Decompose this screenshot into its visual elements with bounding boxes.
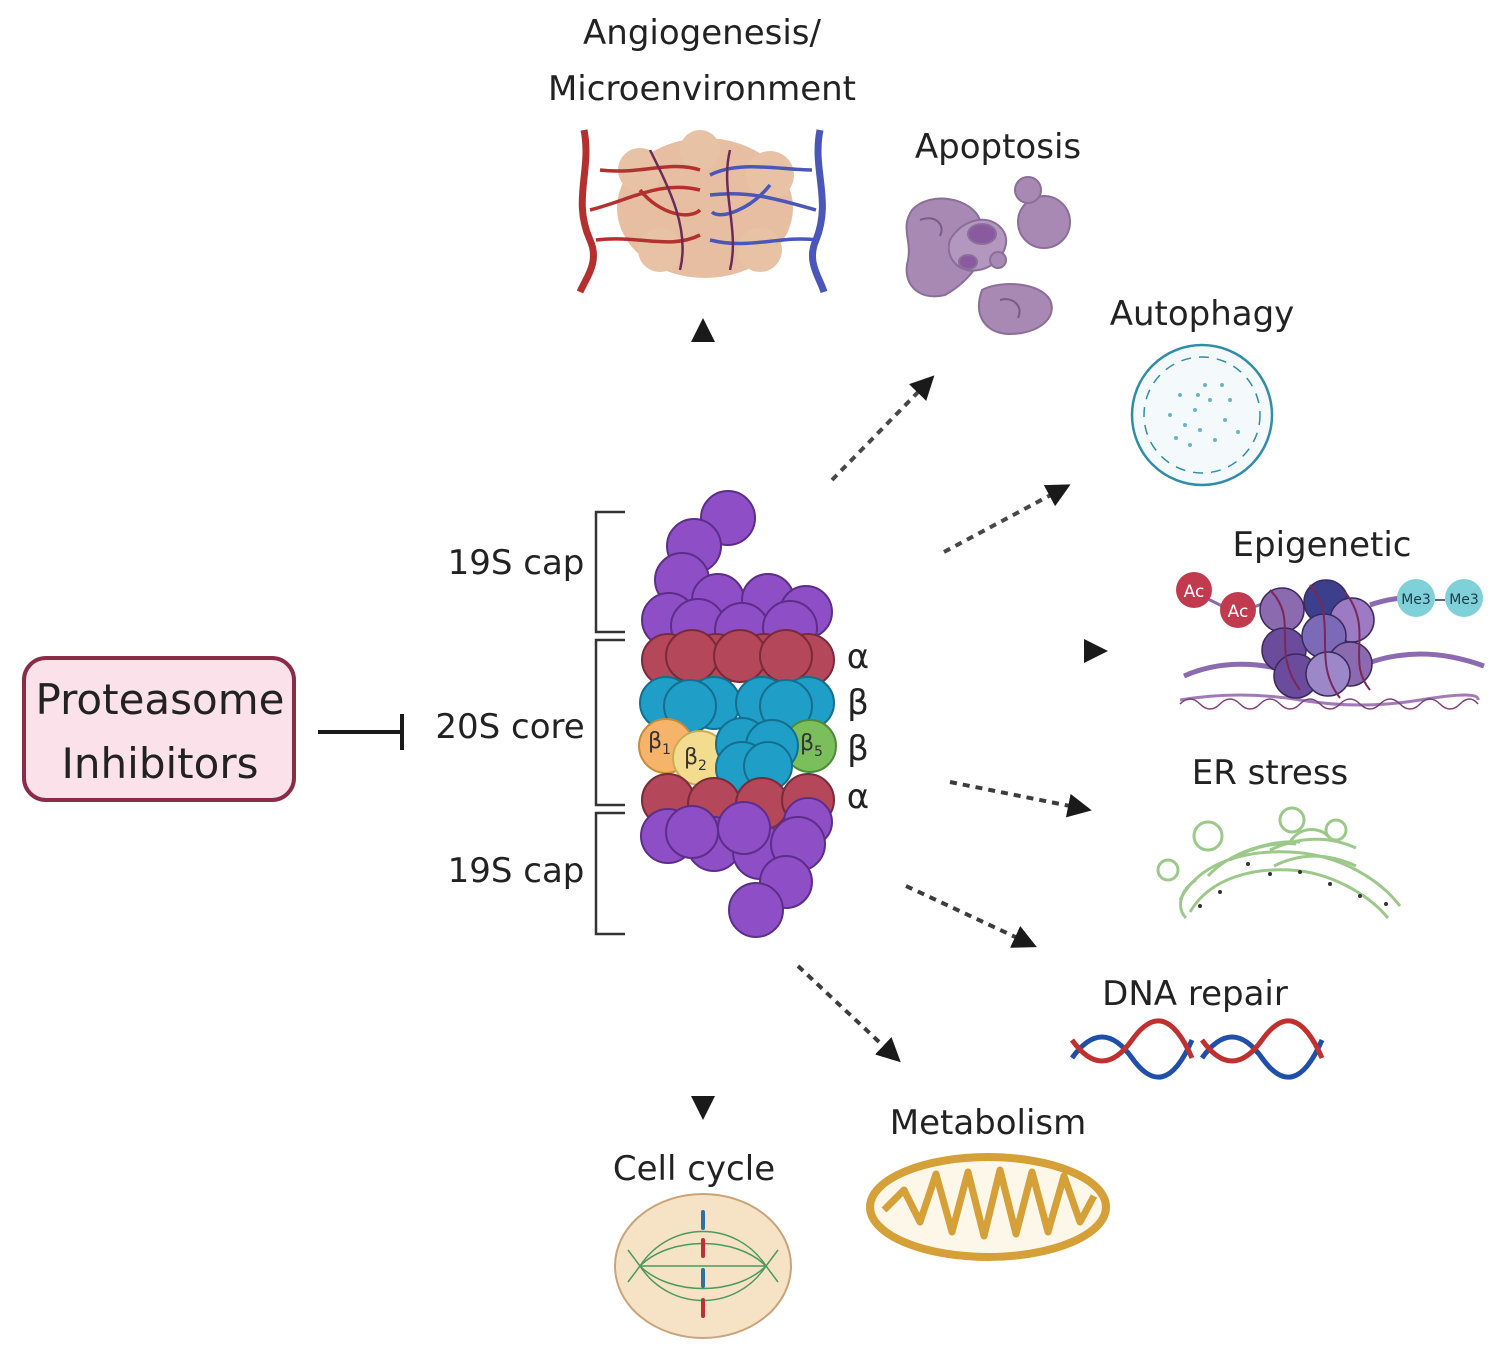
svg-text:Me3: Me3 xyxy=(1401,592,1431,608)
cell-cycle-illustration xyxy=(614,1193,792,1339)
label-19s-cap-bottom: 19S cap xyxy=(448,851,585,891)
methyl-mark-1: Me3 xyxy=(1397,579,1435,617)
dna-repair-label: DNA repair xyxy=(1102,974,1288,1014)
inhibition-line xyxy=(318,714,404,750)
svg-text:Ac: Ac xyxy=(1184,582,1205,602)
angiogenesis-label-line1: Angiogenesis/ xyxy=(583,13,821,53)
apoptosis-label: Apoptosis xyxy=(915,127,1081,167)
subunit-b5-label: β5 xyxy=(800,731,823,760)
bracket-core xyxy=(594,638,625,807)
proteasome-inhibitors-box: Proteasome Inhibitors xyxy=(22,656,296,802)
svg-text:Ac: Ac xyxy=(1228,602,1249,622)
autophagy-label: Autophagy xyxy=(1110,294,1295,334)
inhibitor-label-line1: Proteasome xyxy=(35,675,284,724)
dna-repair-illustration xyxy=(1069,1018,1325,1080)
acetyl-mark-1: Ac xyxy=(1176,572,1212,608)
arrow-autophagy xyxy=(943,484,1071,554)
proteasome-structure: β1 β2 β5 xyxy=(638,490,837,938)
arrow-metabolism xyxy=(796,964,901,1063)
ring-label-alpha-bottom: α xyxy=(847,777,869,817)
methyl-mark-2: Me3 xyxy=(1445,579,1483,617)
epigenetic-label: Epigenetic xyxy=(1233,525,1412,565)
apoptosis-illustration xyxy=(905,176,1071,336)
autophagy-illustration xyxy=(1130,343,1274,487)
subunit-b2-label: β2 xyxy=(684,745,707,774)
epigenetic-illustration: Ac Ac Me3 Me3 xyxy=(1176,572,1485,710)
metabolism-illustration xyxy=(866,1153,1110,1261)
subunit-b1-label: β1 xyxy=(648,729,671,758)
ring-label-beta-1: β xyxy=(847,683,869,723)
bracket-top-cap xyxy=(594,510,625,634)
metabolism-label: Metabolism xyxy=(890,1103,1087,1143)
arrows xyxy=(691,318,1108,1120)
arrow-apoptosis xyxy=(830,375,935,482)
svg-text:Me3: Me3 xyxy=(1449,592,1479,608)
angiogenesis-illustration xyxy=(576,129,828,294)
arrow-dna-repair xyxy=(905,884,1037,948)
bracket-bottom-cap xyxy=(594,811,625,936)
label-20s-core: 20S core xyxy=(435,707,584,747)
label-19s-cap-top: 19S cap xyxy=(448,543,585,583)
angiogenesis-label-line2: Microenvironment xyxy=(548,69,856,109)
inhibitor-label-line2: Inhibitors xyxy=(62,739,259,788)
arrow-er-stress xyxy=(949,780,1092,818)
er-stress-illustration xyxy=(1156,806,1402,920)
er-stress-label: ER stress xyxy=(1192,753,1349,793)
ring-label-beta-2: β xyxy=(847,729,869,769)
ring-label-alpha-top: α xyxy=(847,637,869,677)
acetyl-mark-2: Ac xyxy=(1220,592,1256,628)
cell-cycle-label: Cell cycle xyxy=(613,1149,775,1189)
